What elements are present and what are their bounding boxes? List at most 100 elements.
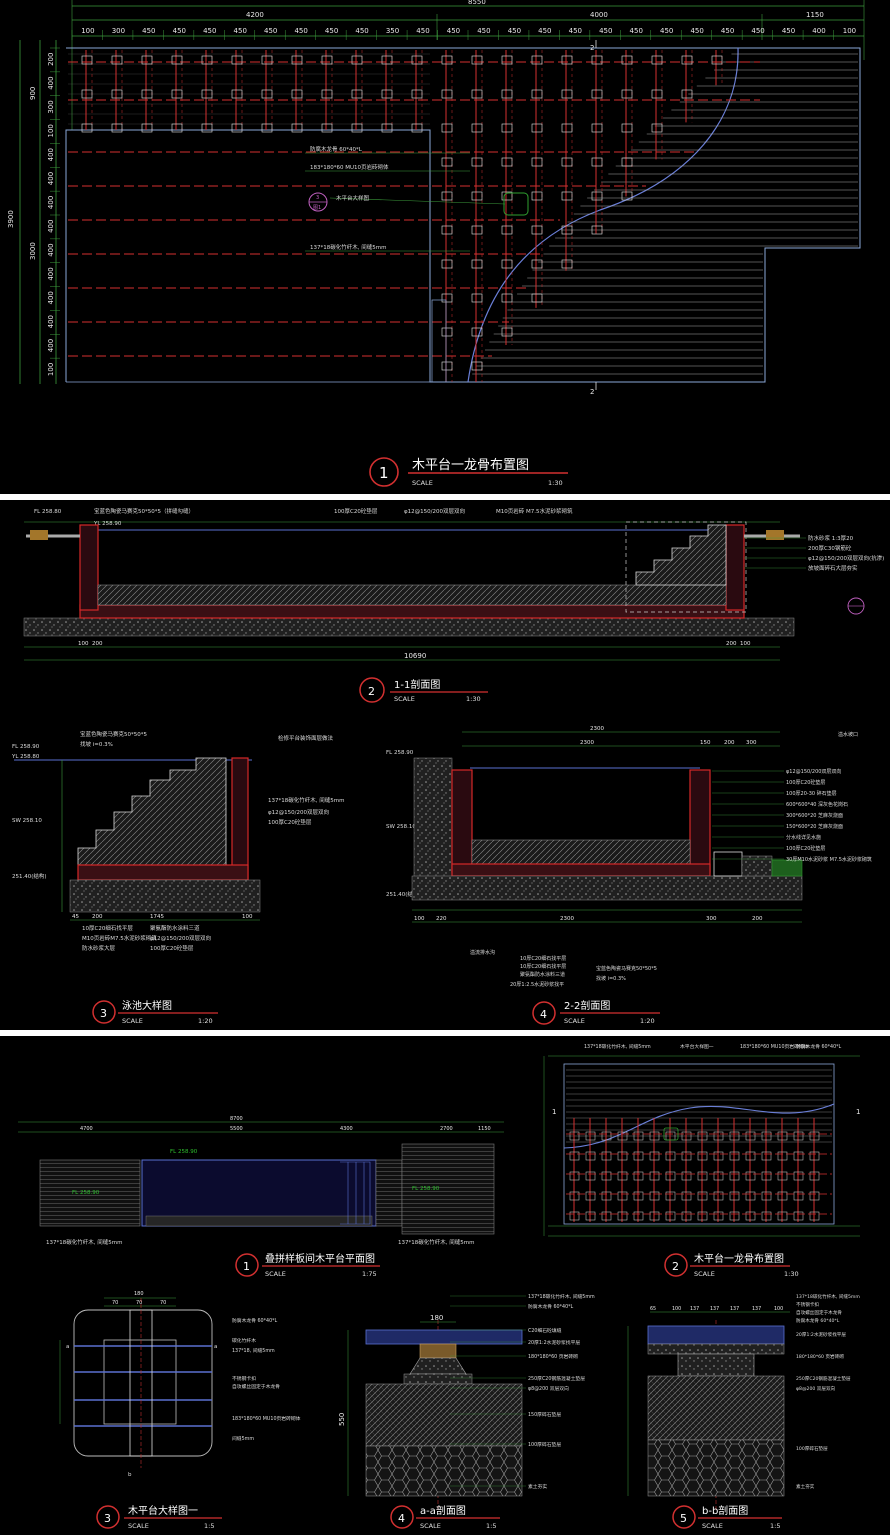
left-sub-dimension: 400 bbox=[47, 291, 55, 304]
svg-text:SCALE: SCALE bbox=[122, 1017, 143, 1025]
section-4-note: φ12@150/200双层双向 bbox=[786, 768, 841, 775]
detail-5-note: 防腐木龙骨 60*40*L bbox=[796, 1317, 840, 1324]
sub-dimension: 450 bbox=[599, 27, 612, 35]
dim-4000: 4000 bbox=[590, 11, 608, 19]
plan-title: 叠拼样板间木平台平面图 bbox=[265, 1252, 375, 1265]
detail-5-note: 250厚C20钢筋混凝土垫层 bbox=[796, 1375, 851, 1382]
section-4-note: 30厚M10水泥砂浆 M7.5水泥砂浆砌筑 bbox=[786, 856, 872, 863]
section-1-title: 1-1剖面图 bbox=[394, 678, 440, 691]
pool-sections-drawing: 宝蓝色陶瓷马赛克50*50*5（拼缝勾缝） YL 258.90 FL 258.8… bbox=[11, 507, 884, 1025]
detail-5-dimension: 137 bbox=[710, 1306, 719, 1312]
svg-text:a: a bbox=[66, 1344, 69, 1350]
plan-dimension: 4700 bbox=[80, 1126, 93, 1132]
detail-4-note: 20厚1:2水泥砂浆找平层 bbox=[528, 1339, 580, 1346]
left-sub-dimension: 400 bbox=[47, 172, 55, 185]
dim-3900: 3900 bbox=[7, 210, 15, 228]
svg-text:137*18碳化竹纤木, 间缝5mm: 137*18碳化竹纤木, 间缝5mm bbox=[268, 796, 344, 804]
svg-text:3: 3 bbox=[104, 1512, 111, 1525]
detail-5-note: 不锈钢卡扣 bbox=[796, 1301, 819, 1308]
left-sub-dimension-column: 2004003001004004004004004004004004004001… bbox=[47, 47, 60, 376]
sub-dimension: 450 bbox=[447, 27, 460, 35]
svg-text:10690: 10690 bbox=[404, 652, 426, 660]
section-4-note: 溢水坡口 bbox=[838, 731, 858, 738]
detail-5-note: φ8@200 双层双向 bbox=[796, 1385, 836, 1392]
svg-text:φ12@150/200双层双向: φ12@150/200双层双向 bbox=[268, 808, 329, 816]
section-4-dimension: 2300 bbox=[560, 916, 574, 922]
detail-5-note: 137*18碳化竹纤木, 间缝5mm bbox=[796, 1293, 860, 1300]
section-4-note: 150*600*20 芝麻灰烧面 bbox=[786, 823, 843, 830]
svg-text:1: 1 bbox=[379, 464, 389, 482]
left-sub-dimension: 200 bbox=[47, 53, 55, 66]
svg-text:SCALE: SCALE bbox=[394, 695, 415, 703]
pool-detail-3: FL 258.90 YL 258.80 SW 258.10 251.40(结构)… bbox=[11, 730, 344, 1025]
left-sub-dimension: 100 bbox=[47, 363, 55, 376]
section-4-dimension: 200 bbox=[752, 916, 763, 922]
detail-5-dimension: 137 bbox=[752, 1306, 761, 1312]
sub-dimension: 450 bbox=[234, 27, 247, 35]
left-sub-dimension: 100 bbox=[47, 124, 55, 137]
section-1-dimension: 200 bbox=[92, 641, 103, 647]
detail-3-bottom-note: 聚氨酯防水涂料三道 bbox=[150, 924, 200, 932]
detail-3-note: 不锈钢卡扣 bbox=[232, 1375, 256, 1382]
detail-3-dimension: 70 bbox=[112, 1300, 118, 1306]
note-keel: 防腐木龙骨 60*40*L bbox=[310, 145, 363, 153]
section-1-note: 200厚C30钢筋砼 bbox=[808, 544, 852, 552]
svg-text:FL 258.90: FL 258.90 bbox=[170, 1149, 198, 1155]
left-sub-dimension: 400 bbox=[47, 220, 55, 233]
svg-text:SCALE: SCALE bbox=[412, 479, 433, 487]
detail-3-bottom-note: 100厚C20砼垫层 bbox=[150, 944, 194, 952]
detail-3-dimension: 1745 bbox=[150, 914, 164, 920]
keel-note: 木平台大样图一 bbox=[680, 1043, 714, 1050]
left-sub-dimension: 400 bbox=[47, 76, 55, 89]
section-4-top-dimension: 150 bbox=[700, 740, 711, 746]
detail-4-note: C20细石砼填缝 bbox=[528, 1327, 562, 1334]
detail-3-note: 自攻螺丝固定于木龙骨 bbox=[232, 1383, 280, 1390]
left-sub-dimension: 400 bbox=[47, 267, 55, 280]
detail-3-note: 183*180*60 MU10页岩砖砌体 bbox=[232, 1415, 301, 1422]
sub-dimension: 450 bbox=[660, 27, 673, 35]
svg-text:SW 258.10: SW 258.10 bbox=[386, 824, 416, 830]
detail-5-dimension: 65 bbox=[650, 1306, 656, 1312]
section-1-note: 防水砂浆 1:3厚20 bbox=[808, 534, 854, 542]
sub-dimension: 450 bbox=[538, 27, 551, 35]
section-4-top-dimension: 200 bbox=[724, 740, 735, 746]
detail-3-dimension: 200 bbox=[92, 914, 103, 920]
note-detail: 木平台大样图 bbox=[336, 194, 370, 202]
svg-text:4: 4 bbox=[398, 1512, 405, 1525]
detail-4-note: 素土夯实 bbox=[528, 1483, 547, 1490]
svg-text:2: 2 bbox=[672, 1260, 679, 1273]
sub-dimension: 450 bbox=[508, 27, 521, 35]
svg-text:1:30: 1:30 bbox=[784, 1270, 799, 1278]
svg-text:FL 258.90: FL 258.90 bbox=[12, 744, 40, 750]
drawing-scale: 1:30 bbox=[548, 479, 563, 487]
svg-text:FL 258.90: FL 258.90 bbox=[412, 1186, 440, 1192]
detail-5-dimension: 100 bbox=[774, 1306, 783, 1312]
title-number-circle bbox=[369, 457, 399, 487]
svg-text:1:75: 1:75 bbox=[362, 1270, 377, 1278]
sub-dimension: 450 bbox=[782, 27, 795, 35]
detail-4-note: 防腐木龙骨 60*40*L bbox=[528, 1303, 574, 1310]
svg-text:1: 1 bbox=[243, 1260, 250, 1273]
keel-note: 183*180*60 MU10页岩砖砌体 bbox=[740, 1043, 809, 1050]
sub-dimension: 450 bbox=[355, 27, 368, 35]
detail-3-title: 木平台大样图一 bbox=[128, 1504, 198, 1517]
section-4-bottom-note: 20厚1:2.5水泥砂浆找平 bbox=[510, 981, 564, 988]
detail-3-bottom-note: 防水砂浆大层 bbox=[82, 944, 116, 952]
dim-900: 900 bbox=[29, 87, 37, 100]
detail-4-note: 150厚碎石垫层 bbox=[528, 1411, 561, 1418]
sub-dimension: 450 bbox=[416, 27, 429, 35]
section-4-bottom-note: 溢流排水沟 bbox=[470, 949, 495, 956]
sub-dimension: 300 bbox=[112, 27, 125, 35]
section-4-bottom-note: 聚氨酯防水涂料三道 bbox=[520, 971, 565, 978]
note-bamboo: 137*18碳化竹纤木, 间缝5mm bbox=[310, 243, 386, 251]
sub-dimension: 450 bbox=[721, 27, 734, 35]
dim-1150: 1150 bbox=[806, 11, 824, 19]
detail-4-note: 180*180*60 页岩砖砌 bbox=[528, 1353, 578, 1360]
svg-text:FL 258.80: FL 258.80 bbox=[34, 509, 62, 515]
section-mark-bottom: 2 bbox=[590, 388, 594, 396]
svg-text:1:5: 1:5 bbox=[204, 1522, 214, 1530]
detail-5-dimension: 137 bbox=[690, 1306, 699, 1312]
